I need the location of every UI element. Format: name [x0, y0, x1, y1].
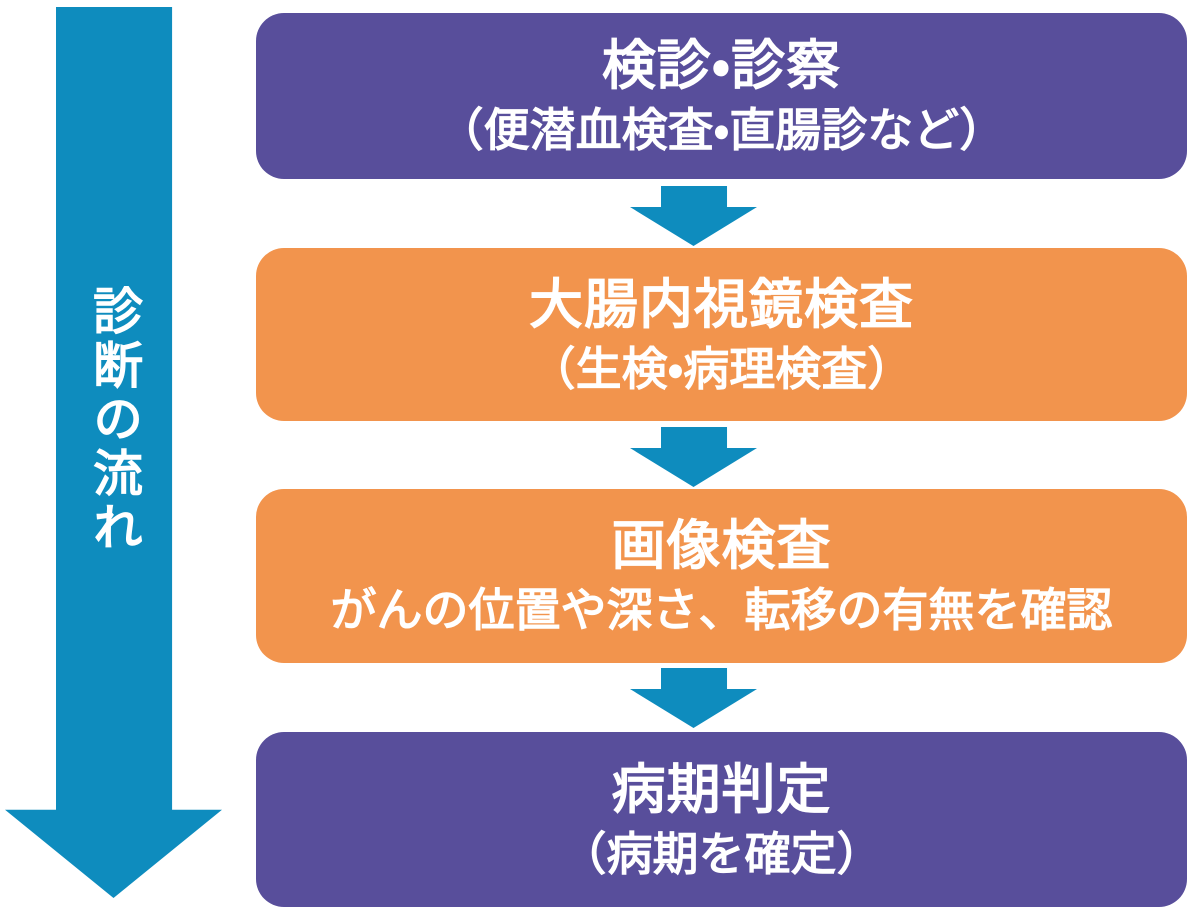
connector-down-arrow-icon	[630, 427, 757, 487]
step-staging-title: 病期判定	[611, 757, 832, 821]
step-screening-box: 検診・診察 （便潜血検査・直腸診など）	[256, 13, 1187, 179]
step-staging-subtitle: （病期を確定）	[560, 826, 883, 881]
flow-direction-arrow: 診断の流れ	[5, 7, 222, 898]
connector-down-arrow-icon	[630, 186, 757, 246]
step-screening-subtitle: （便潜血検査・直腸診など）	[437, 103, 1006, 158]
step-imaging-title: 画像検査	[611, 514, 832, 577]
step-colonoscopy-box: 大腸内視鏡検査 （生検・病理検査）	[256, 248, 1187, 421]
step-staging-box: 病期判定 （病期を確定）	[256, 732, 1187, 907]
step-colonoscopy-subtitle: （生検・病理検査）	[529, 341, 914, 396]
step-imaging-box: 画像検査 がんの位置や深さ、転移の有無を確認	[256, 489, 1187, 663]
flow-side-label: 診断の流れ	[85, 285, 143, 555]
step-colonoscopy-title: 大腸内視鏡検査	[529, 272, 914, 336]
step-screening-title: 検診・診察	[601, 34, 842, 97]
step-imaging-subtitle: がんの位置や深さ、転移の有無を確認	[330, 583, 1113, 638]
connector-down-arrow-icon	[630, 668, 757, 728]
